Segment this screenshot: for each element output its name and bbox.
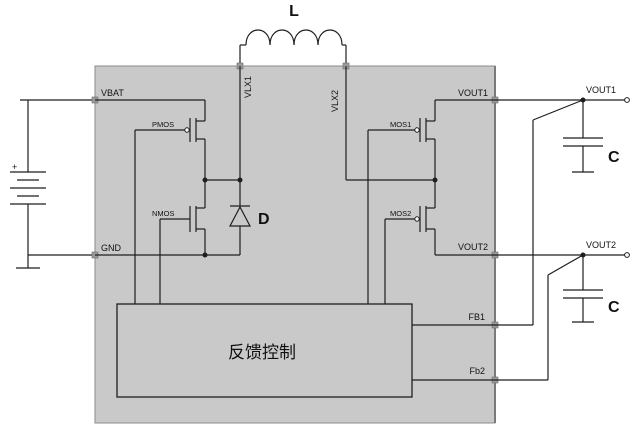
battery: +: [10, 99, 95, 269]
pin-vout2-label: VOUT2: [458, 242, 488, 252]
pin-fb1-label: FB1: [468, 312, 485, 322]
capacitor-c1: C: [563, 100, 620, 173]
pin-vlx1-label: VLX1: [243, 76, 253, 98]
mos2-label: MOS2: [390, 209, 411, 218]
battery-plus-sign: +: [12, 162, 17, 172]
pin-gnd-label: GND: [101, 243, 122, 253]
mos1-label: MOS1: [390, 120, 411, 129]
feedback-control-block: 反馈控制: [116, 303, 413, 398]
diode-d: D: [229, 200, 270, 255]
vout1-output-label: VOUT1: [586, 85, 616, 95]
pin-fb2-label: Fb2: [469, 366, 485, 376]
vout2-output-label: VOUT2: [586, 240, 616, 250]
pin-vout1-label: VOUT1: [458, 88, 488, 98]
pin-vlx2-label: VLX2: [330, 90, 340, 112]
inductor-label: L: [289, 3, 299, 20]
pmos-transistor: PMOS: [135, 118, 206, 180]
nmos-transistor: NMOS: [152, 180, 206, 255]
control-block-label: 反馈控制: [228, 343, 296, 363]
output-network: VOUT1 C VOUT2 C: [495, 85, 630, 381]
cap1-label: C: [608, 149, 620, 166]
cap2-label: C: [608, 299, 620, 316]
left-switch-stage: PMOS NMOS D: [95, 66, 270, 304]
right-switch-stage: MOS1 MOS2: [345, 66, 495, 381]
nmos-label: NMOS: [152, 209, 175, 218]
pin-vbat-label: VBAT: [101, 88, 124, 98]
mos1-transistor: MOS1: [368, 100, 436, 180]
capacitor-c2: C: [563, 255, 620, 323]
pmos-label: PMOS: [152, 120, 174, 129]
mos2-transistor: MOS2: [385, 180, 436, 255]
diode-label: D: [258, 211, 270, 228]
inductor-l: L: [239, 3, 347, 66]
